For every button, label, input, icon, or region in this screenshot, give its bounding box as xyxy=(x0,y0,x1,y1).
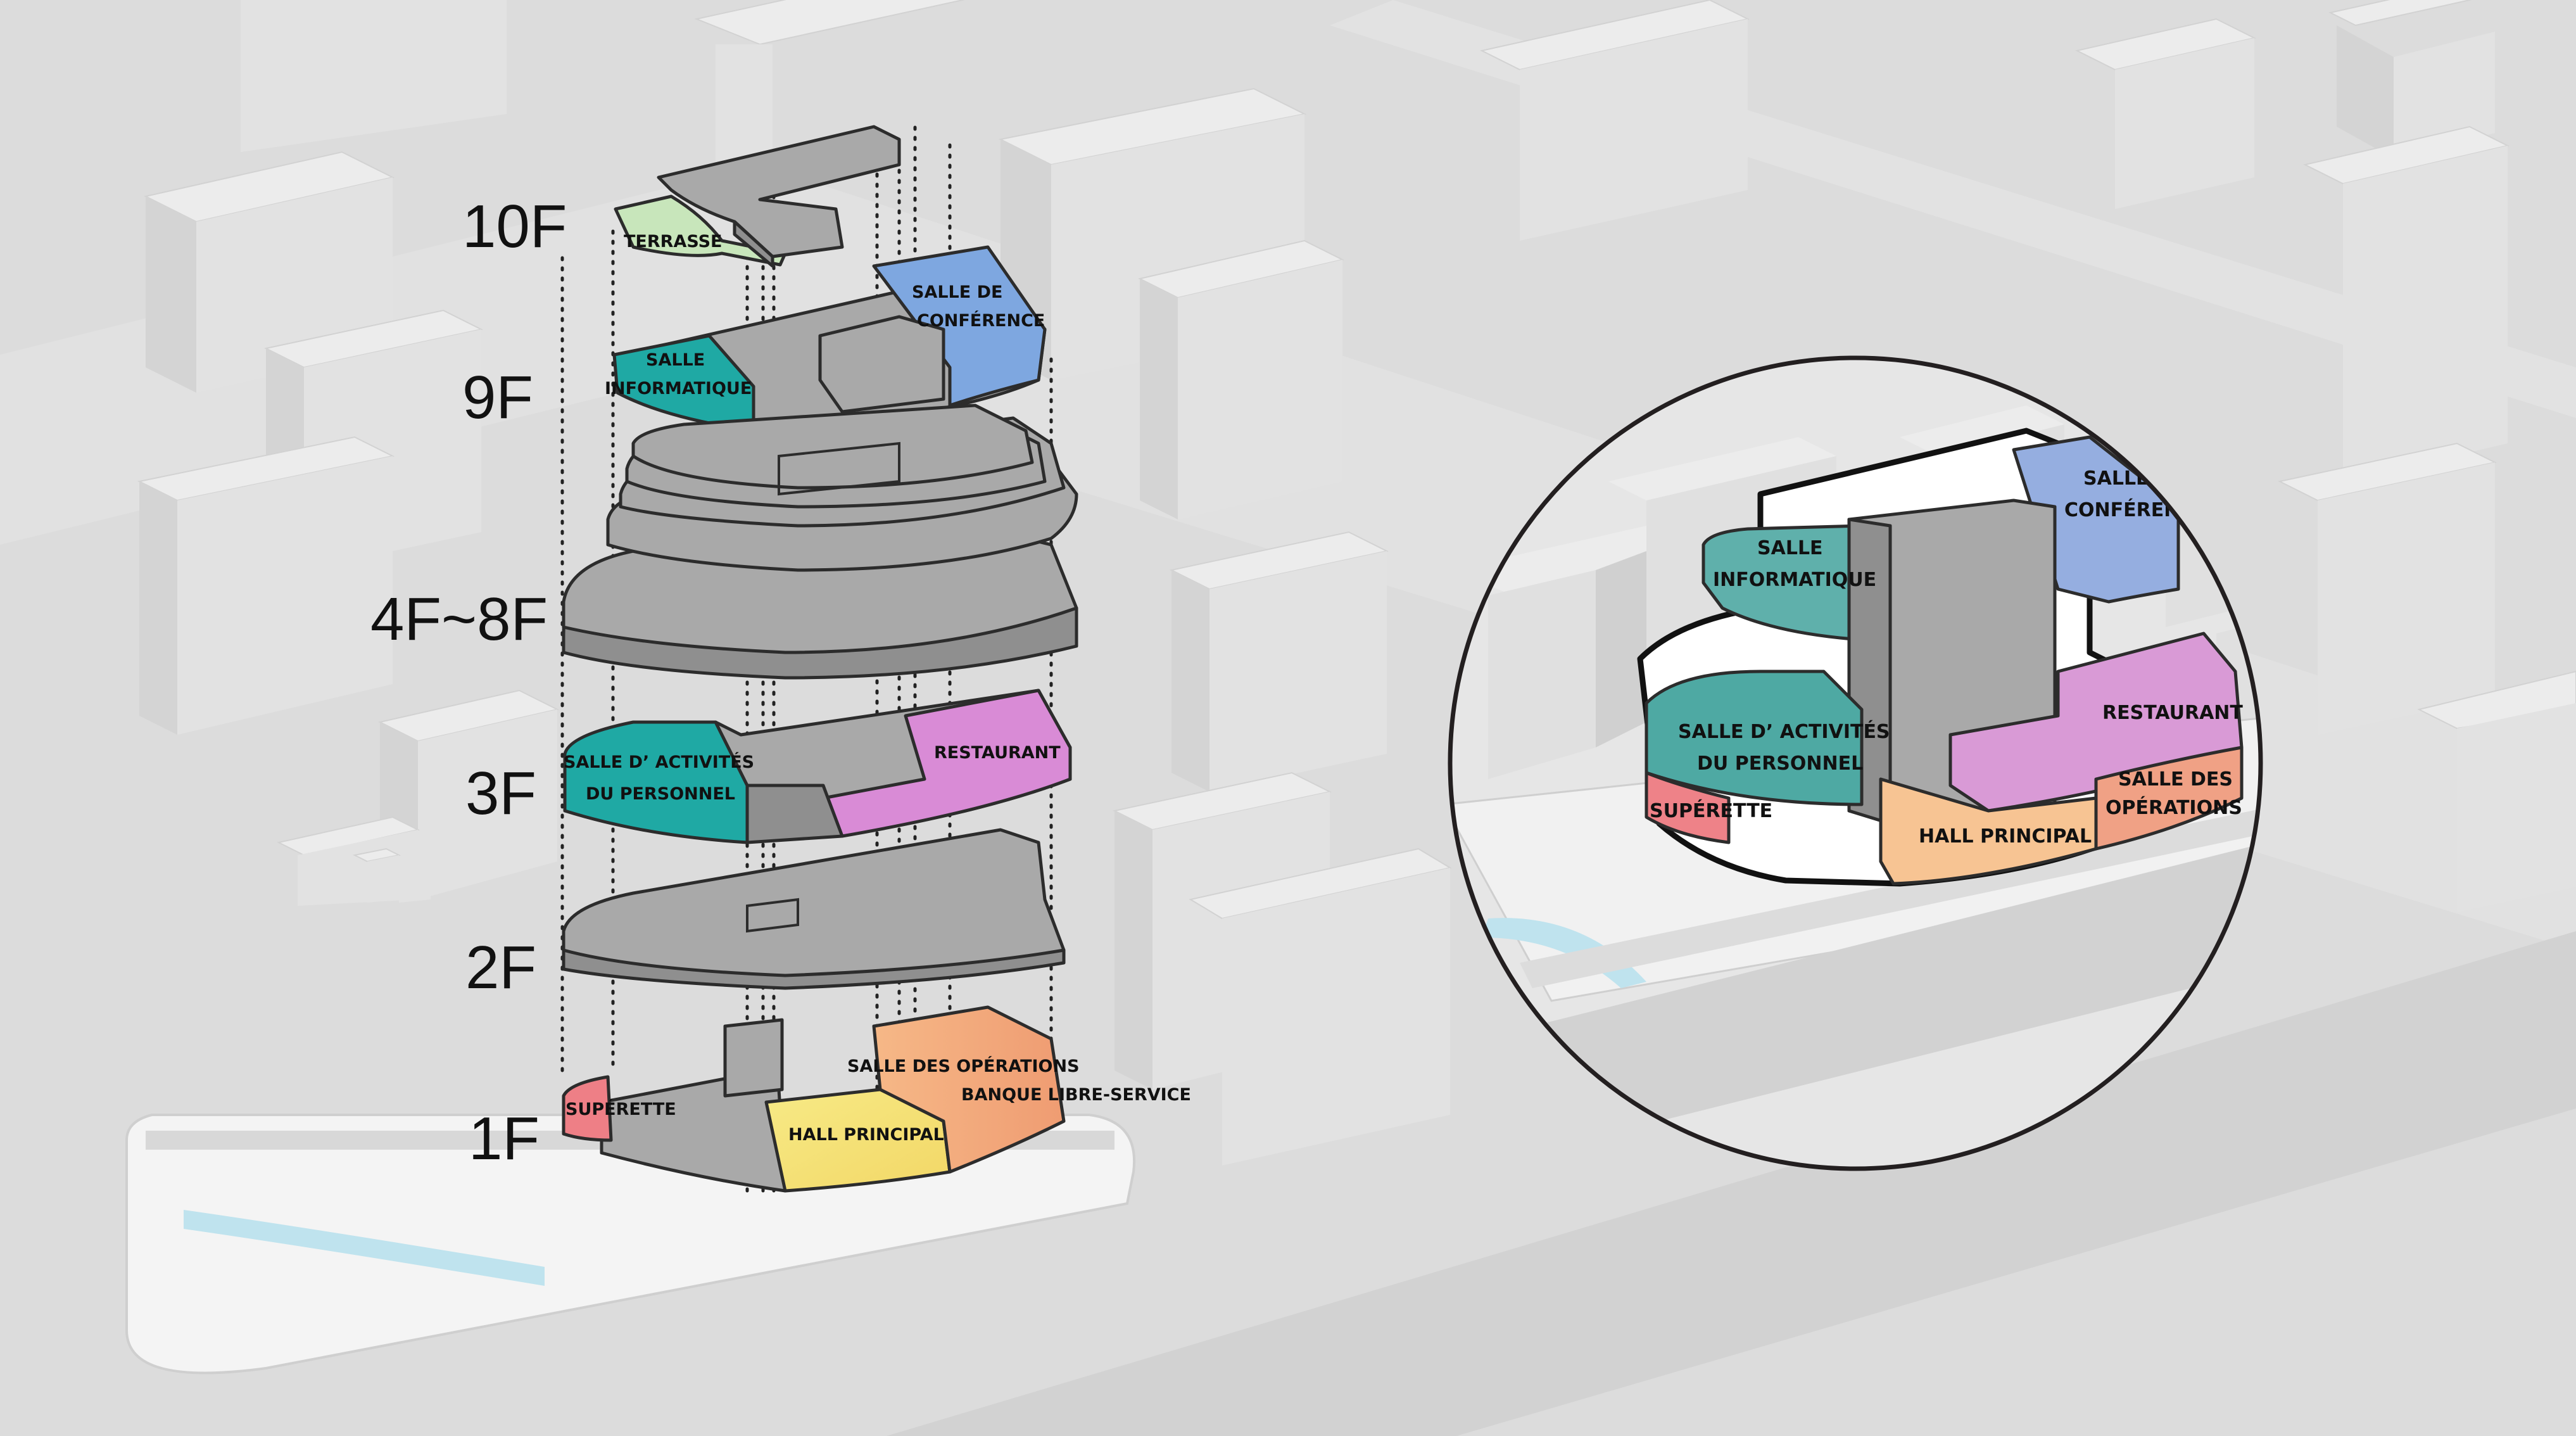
floor-10f xyxy=(614,125,901,268)
label-activites-1: SALLE D’ ACTIVITÉS xyxy=(564,752,754,772)
floor-label-2f: 2F xyxy=(465,934,536,1001)
floor-9f xyxy=(612,245,1047,433)
inset-salle-operations-zone[interactable] xyxy=(2094,746,2244,851)
label-conference-2: CONFÉRENCE xyxy=(917,310,1045,331)
floor-label-10f: 10F xyxy=(462,193,567,260)
superette-zone[interactable] xyxy=(562,1075,613,1142)
floor-label-3f: 3F xyxy=(465,759,536,827)
background-buildings xyxy=(137,0,2576,1166)
label-activites-2: DU PERSONNEL xyxy=(586,784,735,804)
inset-circle-outline xyxy=(1448,355,2263,1171)
salle-operations-zone[interactable] xyxy=(872,1005,1066,1174)
restaurant-zone-3f[interactable] xyxy=(821,689,1072,838)
inset-informatique-zone[interactable] xyxy=(1702,524,1864,642)
inset-label-operations-1: SALLE DES xyxy=(2118,768,2233,791)
floor-4f-8f xyxy=(562,403,1078,680)
label-terrasse: TERRASSE xyxy=(624,232,722,251)
label-superette: SUPÉRETTE xyxy=(565,1099,676,1119)
conference-zone-9f[interactable] xyxy=(872,245,1047,407)
floor-10f-slab[interactable] xyxy=(657,125,901,258)
label-hall-principal: HALL PRINCIPAL xyxy=(788,1125,944,1145)
floor-2f-slab[interactable] xyxy=(562,828,1066,977)
exploded-axonometric: 10F 9F 4F~8F 3F 2F 1F TERRASSE SALLE DE … xyxy=(370,125,1191,1193)
label-restaurant: RESTAURANT xyxy=(934,743,1061,763)
floor-label-9f: 9F xyxy=(462,364,533,431)
inset-label-restaurant: RESTAURANT xyxy=(2102,702,2243,724)
label-informatique-2: INFORMATIQUE xyxy=(605,379,752,398)
inset-label-activites-1: SALLE D’ ACTIVITÉS xyxy=(1678,720,1890,743)
inset-superette-zone[interactable] xyxy=(1645,771,1731,844)
inset-hall-principal-zone[interactable] xyxy=(1879,777,2098,886)
floor-label-4f-8f: 4F~8F xyxy=(370,585,548,653)
inset-label-informatique-2: INFORMATIQUE xyxy=(1713,569,1876,591)
floor-3f xyxy=(563,689,1072,844)
floor-2f xyxy=(562,828,1066,990)
inset-label-informatique-1: SALLE xyxy=(1757,537,1823,559)
inset-label-operations-2: OPÉRATIONS xyxy=(2106,796,2242,819)
inset-detail: SALLE DE CONFÉRENCE SALLE INFORMATIQUE R… xyxy=(1448,355,2263,1171)
floor-1f xyxy=(562,1005,1066,1193)
inset-label-hall-principal: HALL PRINCIPAL xyxy=(1919,825,2092,848)
floor-label-1f: 1F xyxy=(469,1105,540,1172)
terrasse-zone[interactable] xyxy=(614,194,787,267)
inset-label-activites-2: DU PERSONNEL xyxy=(1697,753,1863,775)
activites-zone-3f[interactable] xyxy=(563,720,749,844)
label-salle-operations: SALLE DES OPÉRATIONS xyxy=(847,1056,1080,1076)
inset-activites-zone[interactable] xyxy=(1645,670,1864,806)
label-banque: BANQUE LIBRE-SERVICE xyxy=(961,1085,1191,1105)
label-informatique-1: SALLE xyxy=(646,350,705,370)
inset-label-superette: SUPÉRETTE xyxy=(1650,799,1772,822)
label-conference-1: SALLE DE xyxy=(912,283,1002,302)
